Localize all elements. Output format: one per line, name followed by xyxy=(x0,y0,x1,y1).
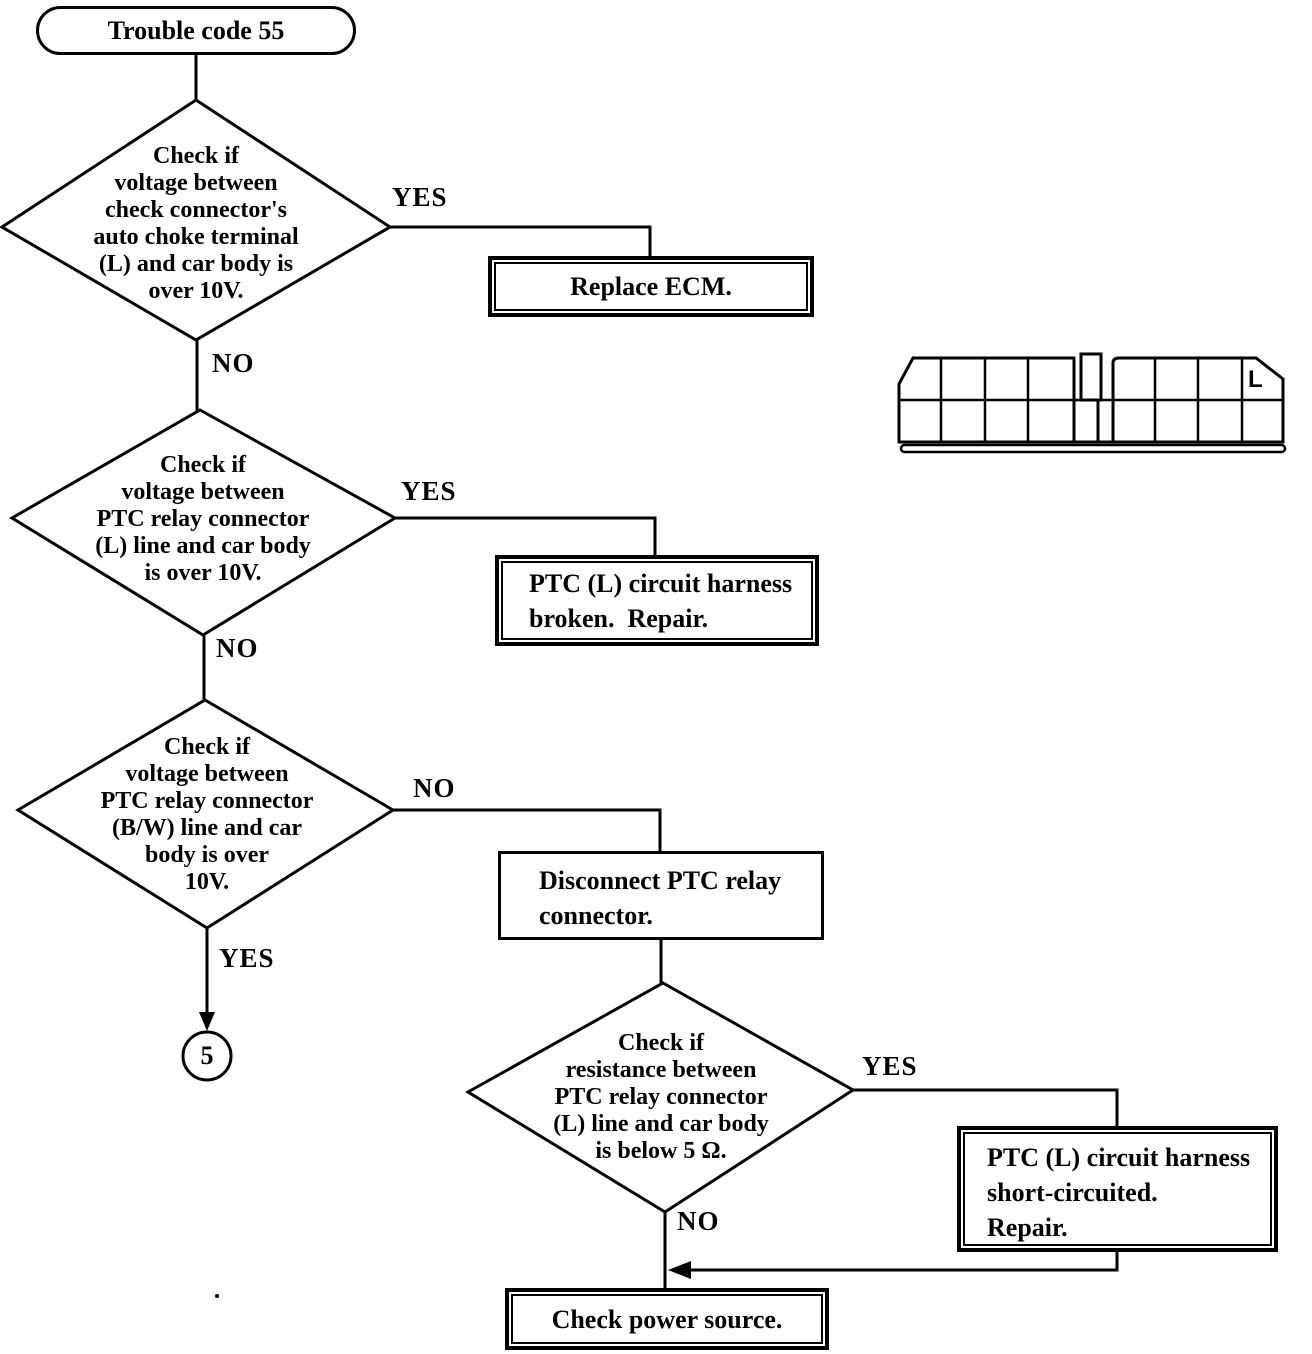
edge-short-return xyxy=(688,1252,1119,1272)
edge-d4-yes xyxy=(853,1088,1119,1128)
harness-short-text: PTC (L) circuit harness short-circuited.… xyxy=(987,1143,1251,1242)
pin-connector-diagram xyxy=(897,352,1287,454)
decision-1-text: Check if voltage between check connector… xyxy=(93,143,299,304)
replace-ecm-text: Replace ECM. xyxy=(570,272,732,301)
replace-ecm-box: Replace ECM. xyxy=(488,256,814,317)
offpage-connector-circle xyxy=(181,1030,233,1082)
edge-d1-yes xyxy=(390,225,652,258)
connector-baseline-strip xyxy=(899,443,1287,454)
decision-3-text: Check if voltage between PTC relay conne… xyxy=(100,734,314,895)
decision-diamond-2 xyxy=(9,408,398,637)
offpage-connector-label: 5 xyxy=(200,1041,214,1070)
d3-no-label: NO xyxy=(413,773,456,803)
d4-yes-label: YES xyxy=(862,1051,918,1081)
harness-broken-box: PTC (L) circuit harness broken. Repair. xyxy=(495,555,819,646)
d1-no-label: NO xyxy=(212,348,255,378)
decision-diamond-3 xyxy=(15,698,396,930)
d4-no-label: NO xyxy=(677,1206,720,1236)
connector-key-slot xyxy=(1079,352,1103,402)
pin-terminal-label: L xyxy=(1248,366,1263,393)
disconnect-relay-text: Disconnect PTC relay connector. xyxy=(539,866,782,930)
disconnect-relay-box: Disconnect PTC relay connector. xyxy=(498,851,824,940)
arrowhead-left-icon xyxy=(668,1261,691,1279)
decision-diamond-1 xyxy=(0,98,393,342)
decision-diamond-4 xyxy=(465,981,856,1214)
edge-d3-no xyxy=(393,808,662,853)
decision-2-text: Check if voltage between PTC relay conne… xyxy=(95,452,311,586)
decision-4-text: Check if resistance between PTC relay co… xyxy=(553,1030,769,1164)
connector-middle-bottom xyxy=(1074,400,1113,444)
d2-yes-label: YES xyxy=(401,476,457,506)
start-terminal-label: Trouble code 55 xyxy=(107,15,285,45)
d2-no-label: NO xyxy=(216,633,259,663)
harness-short-box: PTC (L) circuit harness short-circuited.… xyxy=(957,1126,1278,1252)
arrowhead-down-icon xyxy=(199,1012,215,1031)
connector-pin-dividers xyxy=(939,358,1244,442)
start-terminal: Trouble code 55 xyxy=(36,6,356,55)
edge-d2-yes xyxy=(395,516,657,558)
scan-speck xyxy=(215,1294,219,1298)
check-power-text: Check power source. xyxy=(551,1304,783,1334)
d1-yes-label: YES xyxy=(392,182,448,212)
check-power-box: Check power source. xyxy=(505,1288,829,1350)
harness-broken-text: PTC (L) circuit harness broken. Repair. xyxy=(529,569,793,633)
d3-yes-label: YES xyxy=(219,943,275,973)
